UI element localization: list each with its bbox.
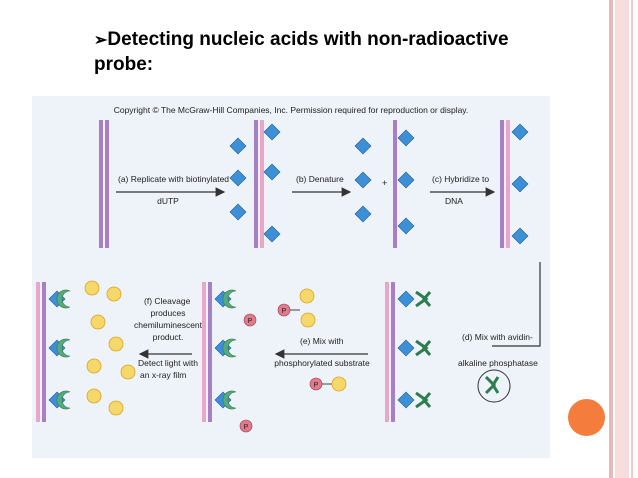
accent-dot: [568, 399, 605, 436]
svg-text:P: P: [282, 308, 287, 315]
step-e-label-1: (e) Mix with: [300, 336, 344, 346]
light-emission: [84, 280, 136, 416]
biotin-diamond-icon: [397, 171, 415, 189]
biotin-diamond-icon: [397, 290, 415, 308]
copyright-notice: Copyright © The McGraw-Hill Companies, I…: [114, 105, 469, 115]
dna-strand-2: [254, 120, 264, 248]
biotin-diamond-icon: [229, 169, 247, 187]
step-e-label-2: phosphorylated substrate: [274, 358, 370, 368]
avidin-icon: [222, 338, 237, 358]
biotin-diamond-icon: [263, 123, 281, 141]
avidin-icon: [56, 289, 71, 309]
biotin-diamond-icon: [397, 391, 415, 409]
step-d-label-1: (d) Mix with avidin-: [462, 332, 533, 342]
step-c-label-1: (c) Hybridize to: [432, 174, 489, 184]
detect-label-1: Detect light with: [138, 358, 198, 368]
biotin-diamond-icon: [263, 225, 281, 243]
avidin-markers: [56, 289, 237, 410]
dna-strand-1: [99, 120, 109, 248]
avidin-icon: [222, 390, 237, 410]
biotin-diamond-icon: [263, 163, 281, 181]
bullet-arrow-icon: ➢: [94, 32, 108, 49]
dna-strand-5: [36, 282, 46, 422]
biotin-diamond-icon: [354, 171, 372, 189]
biotin-markers-top: [229, 123, 529, 245]
biotin-diamond-icon: [229, 203, 247, 221]
dna-strand-6: [202, 282, 212, 422]
avidin-icon: [56, 338, 71, 358]
slide-title: ➢Detecting nucleic acids with non-radioa…: [94, 28, 514, 77]
biotin-diamond-icon: [354, 205, 372, 223]
dna-strand-7: [385, 282, 395, 422]
biotin-diamond-icon: [511, 227, 529, 245]
detect-label-2: an x-ray film: [140, 370, 186, 380]
step-a-label-2: dUTP: [157, 196, 179, 206]
step-f-label-2: produces: [151, 308, 186, 318]
right-stripe-light: [615, 0, 629, 478]
phosphorylated-substrate: P P P P: [239, 288, 347, 433]
step-f-label-4: product.: [153, 332, 184, 342]
biotin-diamond-icon: [511, 175, 529, 193]
svg-text:P: P: [314, 382, 319, 389]
step-b-label: (b) Denature: [296, 174, 344, 184]
step-d-label-2: alkaline phosphatase: [458, 358, 538, 368]
biotin-diamond-icon: [229, 137, 247, 155]
enzyme-inset-circle: [477, 369, 511, 403]
probe-detection-diagram: Copyright © The McGraw-Hill Companies, I…: [32, 96, 550, 458]
dna-strand-4: [500, 120, 510, 248]
svg-text:P: P: [248, 318, 253, 325]
avidin-icon: [56, 390, 71, 410]
svg-text:P: P: [244, 424, 249, 431]
step-a-label-1: (a) Replicate with biotinylated: [118, 174, 229, 184]
avidin-icon: [222, 289, 237, 309]
slide-title-text: Detecting nucleic acids with non-radioac…: [94, 29, 509, 75]
dna-strand-3: [393, 120, 397, 248]
biotin-diamond-icon: [397, 217, 415, 235]
biotin-diamond-icon: [397, 129, 415, 147]
step-c-label-2: DNA: [445, 196, 463, 206]
right-stripe-dark: [609, 0, 613, 478]
step-f-label-1: (f) Cleavage: [144, 296, 191, 306]
figure-background: [32, 96, 550, 458]
step-f-label-3: chemiluminescent: [134, 320, 203, 330]
enzyme-markers: [415, 290, 500, 409]
biotin-diamond-icon: [397, 339, 415, 357]
connector-line: [492, 262, 541, 347]
biotin-diamond-icon: [511, 123, 529, 141]
plus-sign: +: [382, 178, 387, 188]
right-stripe-thin: [631, 0, 633, 478]
biotin-diamond-icon: [354, 137, 372, 155]
